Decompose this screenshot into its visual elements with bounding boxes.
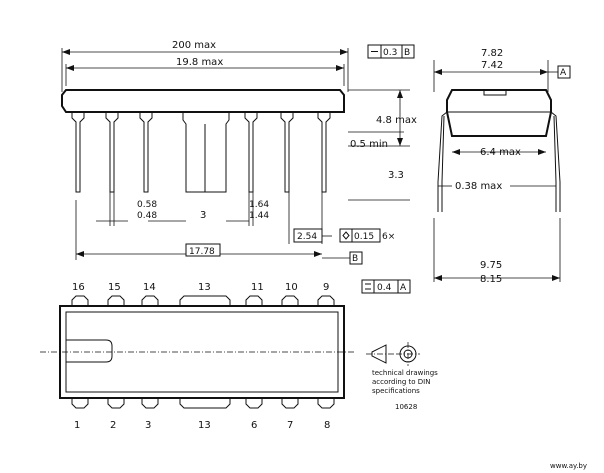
pin-label-top: 14 bbox=[143, 282, 156, 293]
dim-span: 17.78 bbox=[189, 247, 215, 257]
pin-label-bottom: 1 bbox=[74, 420, 80, 431]
side-spread-max: 9.75 bbox=[480, 260, 502, 271]
watermark: www.ay.by bbox=[550, 462, 587, 470]
side-w-max: 7.82 bbox=[481, 48, 503, 59]
note-line-2: according to DIN bbox=[372, 378, 430, 386]
dim-height: 4.8 max bbox=[376, 115, 417, 126]
side-lead-t: 0.38 max bbox=[455, 181, 502, 192]
ref-b: B bbox=[352, 254, 358, 264]
pin-label-bottom: 2 bbox=[110, 420, 116, 431]
pin-label-top: 13 bbox=[198, 282, 211, 293]
side-view: 7.82 7.42 A 6.4 max 0.38 max 9.75 8.15 bbox=[361, 48, 571, 294]
side-w-min: 7.42 bbox=[481, 60, 503, 71]
pos-count: 6× bbox=[382, 232, 395, 242]
side-tol-ref: A bbox=[400, 283, 407, 293]
pin-label-bottom: 7 bbox=[287, 420, 293, 431]
dim-overall: 200 max bbox=[172, 40, 216, 51]
front-view: 200 max 19.8 max 0.3 B bbox=[61, 40, 417, 265]
pin-label-top: 15 bbox=[108, 282, 121, 293]
ref-a: A bbox=[560, 68, 567, 78]
side-body-w: 6.4 max bbox=[480, 147, 521, 158]
dim-lead-w-max: 0.58 bbox=[137, 200, 157, 210]
pin-label-bottom: 3 bbox=[145, 420, 151, 431]
pin-label-bottom: 13 bbox=[198, 420, 211, 431]
pin-label-top: 16 bbox=[72, 282, 85, 293]
side-spread-min: 8.15 bbox=[480, 274, 502, 285]
dim-body: 19.8 max bbox=[176, 57, 223, 68]
note-line-3: specifications bbox=[372, 387, 420, 395]
pin-label-bottom: 8 bbox=[324, 420, 330, 431]
side-tol: 0.4 bbox=[377, 283, 392, 293]
dim-seat: 0.5 min bbox=[350, 139, 388, 150]
dim-lead-len: 3.3 bbox=[388, 170, 404, 181]
dim-lead-w-min: 0.48 bbox=[137, 211, 157, 221]
dim-lead-bw-min: 1.44 bbox=[249, 211, 269, 221]
pin-label-top: 11 bbox=[251, 282, 264, 293]
projection-symbol bbox=[366, 342, 420, 366]
dim-lead-bw-max: 1.64 bbox=[249, 200, 269, 210]
top-view: 16 15 14 13 11 10 9 bbox=[40, 282, 356, 431]
flatness-tol: 0.3 bbox=[383, 48, 397, 58]
pos-tol: 0.15 bbox=[354, 232, 374, 242]
front-leads bbox=[71, 112, 331, 193]
pin-label-top: 9 bbox=[323, 282, 329, 293]
pin-label-top: 10 bbox=[285, 282, 298, 293]
dim-pitch: 2.54 bbox=[297, 232, 317, 242]
note-line-1: technical drawings bbox=[372, 369, 438, 377]
dim-pin-gap: 3 bbox=[200, 210, 206, 221]
drawing-code: 10628 bbox=[395, 403, 417, 411]
flatness-ref: B bbox=[404, 48, 410, 58]
pin-label-bottom: 6 bbox=[251, 420, 257, 431]
